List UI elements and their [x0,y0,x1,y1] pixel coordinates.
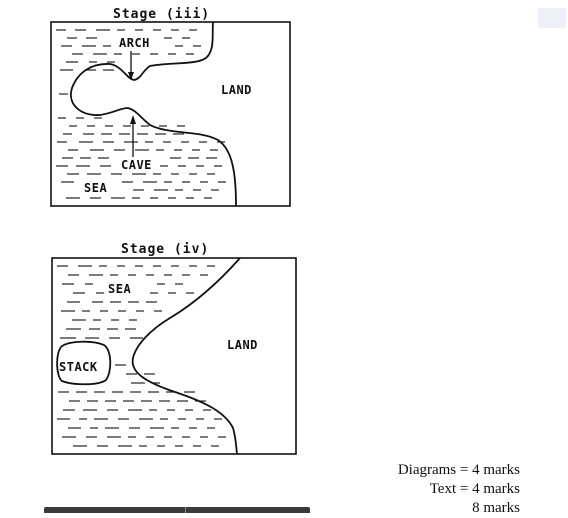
stage-iv-diagram: Stage (iv) SEA LAND STACK [51,242,297,455]
stage-iv-sea-hatching [57,265,226,447]
stage-iii-sea-label: SEA [84,181,107,195]
corner-widget [538,8,566,28]
arch-label: ARCH [119,36,150,50]
stage-iii-frame [50,21,291,207]
stack-outline [56,340,112,386]
stage-iii-coastline [70,21,237,207]
cave-label: CAVE [121,158,152,172]
bottom-toolbar-divider [185,507,186,513]
stage-iv-frame [51,257,297,455]
stage-iii-sea-hatching [56,29,226,199]
bottom-toolbar [44,507,310,513]
stage-iv-land-label: LAND [227,338,258,352]
stage-iv-coastline [131,257,241,455]
total-marks: 8 marks [472,500,520,516]
arch-arrowhead-icon [128,72,134,80]
stage-iii-title: Stage (iii) [113,7,210,22]
cave-arrowhead-icon [130,115,136,124]
stage-iii-land-label: LAND [221,83,252,97]
stack-label: STACK [59,360,98,374]
text-marks: Text = 4 marks [429,481,520,497]
marks-breakdown: Diagrams = 4 marks Text = 4 marks 8 mark… [398,461,520,518]
diagram-marks: Diagrams = 4 marks [397,462,520,478]
stage-iv-sea-label: SEA [108,282,131,296]
stage-iii-diagram: Stage (iii) ARCH LAND CAVE SEA [50,7,291,207]
stage-iv-title: Stage (iv) [121,242,209,257]
